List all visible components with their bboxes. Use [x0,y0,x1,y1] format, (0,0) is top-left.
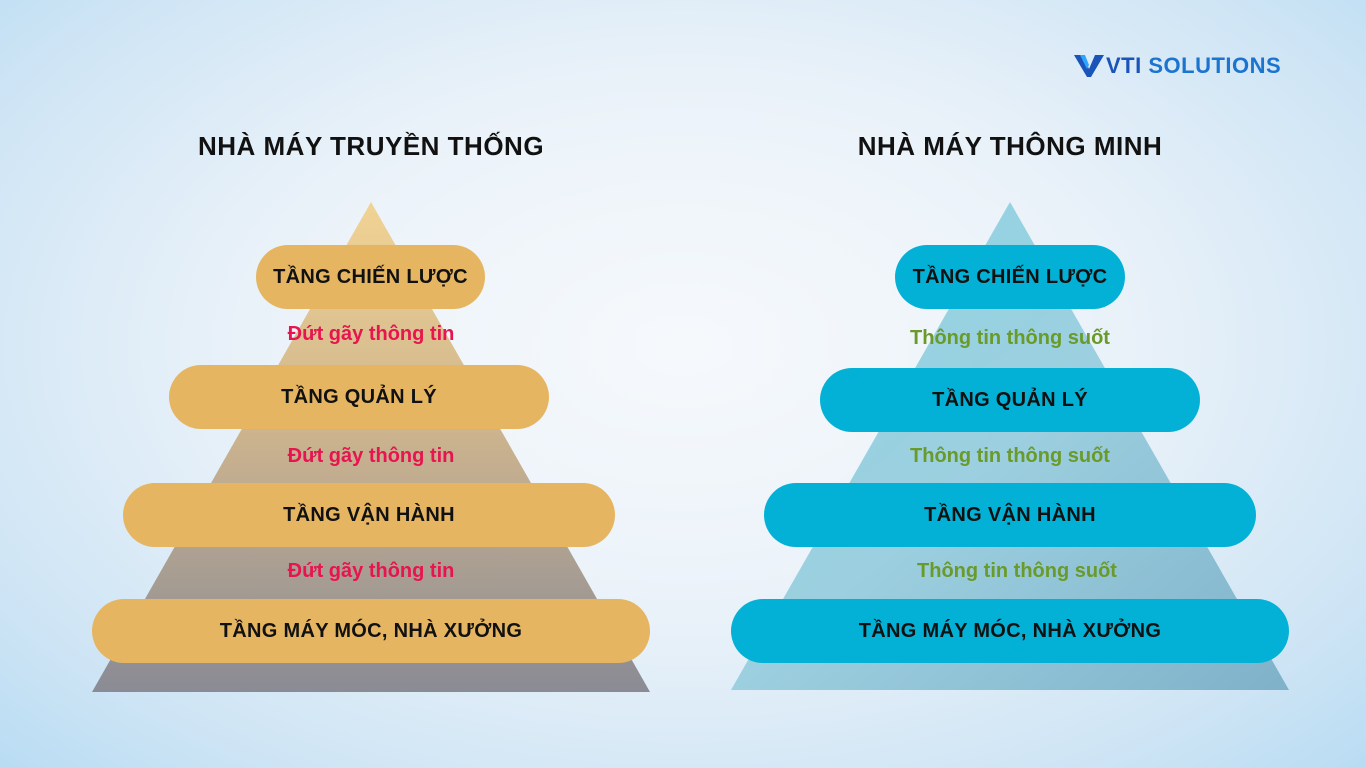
right-connector-3: Thông tin thông suốt [917,560,1117,582]
right-layer-machinery: TẦNG MÁY MÓC, NHÀ XƯỞNG [731,599,1289,663]
left-connector-3: Đứt gãy thông tin [287,560,455,582]
left-title: NHÀ MÁY TRUYỀN THỐNG [197,131,545,161]
left-connector-2: Đứt gãy thông tin [287,445,455,467]
right-pyramid-shape [731,202,1289,690]
left-pyramid-shape [92,202,650,692]
left-layer-machinery: TẦNG MÁY MÓC, NHÀ XƯỞNG [92,599,650,663]
right-title: NHÀ MÁY THÔNG MINH [857,131,1163,161]
logo-text: VTI SOLUTIONS [1106,53,1281,79]
left-layer-management: TẦNG QUẢN LÝ [169,365,549,429]
right-connector-1: Thông tin thông suốt [910,327,1110,349]
right-layer-strategy: TẦNG CHIẾN LƯỢC [895,245,1125,309]
right-layer-operation: TẦNG VẬN HÀNH [764,483,1256,547]
logo-suffix: SOLUTIONS [1148,53,1282,78]
vti-solutions-logo: VTI SOLUTIONS [1074,50,1281,82]
logo-prefix: VTI [1106,53,1142,78]
right-layer-management: TẦNG QUẢN LÝ [820,368,1200,432]
left-connector-1: Đứt gãy thông tin [287,323,455,345]
left-layer-strategy: TẦNG CHIẾN LƯỢC [256,245,485,309]
left-layer-operation: TẦNG VẬN HÀNH [123,483,615,547]
logo-mark-icon [1074,55,1104,77]
right-connector-2: Thông tin thông suốt [910,445,1110,467]
